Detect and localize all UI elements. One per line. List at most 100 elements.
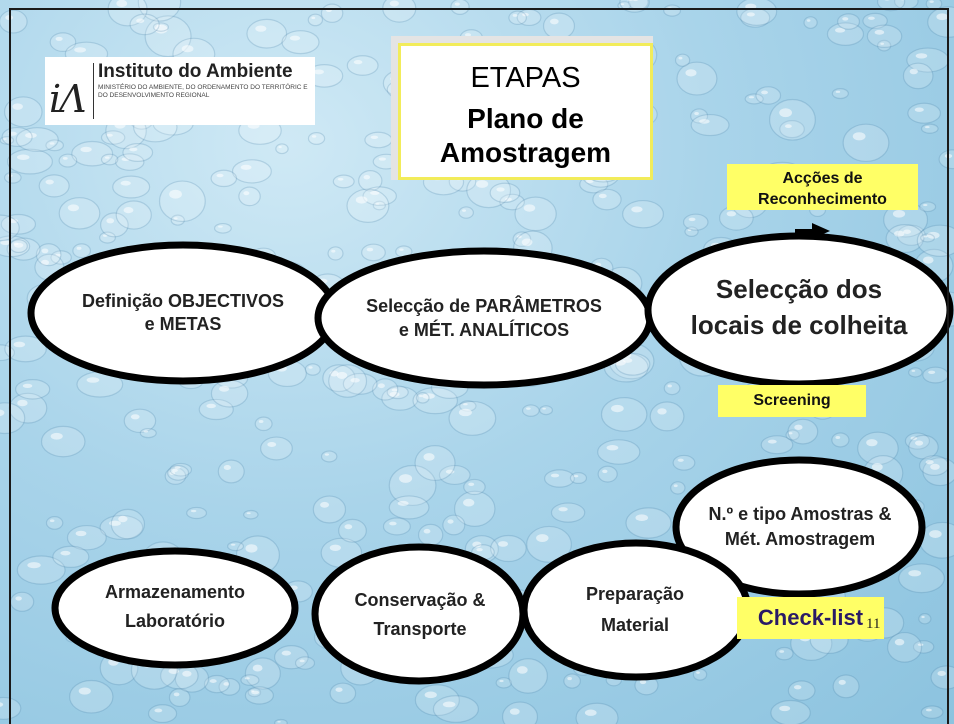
water-drop-highlight — [375, 203, 380, 205]
water-drop-highlight — [246, 512, 251, 515]
water-drop-highlight — [313, 69, 324, 75]
water-drop-highlight — [838, 679, 846, 685]
page-number: 11 — [866, 616, 881, 632]
water-drop-highlight — [289, 35, 301, 41]
label-preparacao: Preparação Material — [535, 579, 735, 641]
label-conservacao-line-1: Conservação & — [354, 590, 486, 610]
water-drop-highlight — [366, 247, 374, 252]
water-drop-highlight — [550, 18, 559, 25]
water-drop-highlight — [50, 432, 63, 440]
water-drop-highlight — [121, 157, 130, 162]
water-drop-highlight — [278, 145, 282, 149]
water-drop-highlight — [336, 371, 348, 379]
water-drop-highlight — [370, 135, 379, 139]
water-drop-highlight — [399, 474, 413, 483]
water-drop-highlight — [244, 677, 250, 680]
label-objectivos-line-1: Definição OBJECTIVOS — [81, 291, 285, 311]
water-drop-highlight — [923, 235, 928, 238]
water-drop-highlight — [13, 341, 26, 348]
water-drop-highlight — [598, 193, 607, 199]
label-parametros: Selecção de PARÂMETROS e MÉT. ANALÍTICOS — [334, 294, 634, 342]
label-preparacao-line-1: Preparação — [585, 584, 685, 604]
water-drop-highlight — [281, 650, 292, 656]
water-drop-highlight — [463, 498, 475, 507]
label-conservacao-line-2: Transporte — [373, 619, 467, 639]
water-drop-highlight — [106, 218, 115, 224]
water-drop-highlight — [464, 33, 472, 37]
water-drop-highlight — [154, 24, 168, 34]
water-drop-highlight — [694, 111, 699, 116]
water-drop-highlight — [558, 507, 568, 512]
water-drop-highlight — [60, 550, 71, 556]
label-parametros-line-2: e MÉT. ANALÍTICOS — [398, 320, 570, 340]
water-drop-highlight — [190, 509, 197, 513]
water-drop-highlight — [784, 124, 792, 129]
water-drop-highlight — [509, 708, 520, 715]
water-drop-highlight — [49, 519, 55, 523]
water-drop-highlight — [172, 468, 178, 472]
water-drop-highlight — [324, 453, 330, 456]
water-drop-highlight — [169, 471, 176, 476]
water-drop-highlight — [458, 408, 472, 417]
node-locais — [644, 232, 954, 388]
callout-screening: Screening — [718, 385, 866, 417]
water-drop-highlight — [218, 225, 223, 228]
water-drop-highlight — [930, 463, 940, 470]
water-drop-highlight — [78, 687, 91, 695]
water-drop-highlight — [929, 530, 942, 538]
water-drop-highlight — [687, 228, 692, 232]
water-drop — [876, 0, 906, 12]
water-drop-highlight — [852, 132, 866, 141]
label-locais-line-2: locais de colheita — [690, 310, 908, 340]
water-drop-highlight — [277, 720, 281, 723]
water-drop-highlight — [748, 96, 755, 99]
water-drop-highlight — [240, 164, 252, 170]
water-drop-highlight — [76, 246, 82, 250]
logo-separator — [93, 63, 94, 119]
water-drop-highlight — [606, 445, 619, 451]
node-armazenamento — [51, 547, 299, 669]
water-drop-highlight — [230, 543, 236, 546]
institute-logo: iΛ Instituto do Ambiente Ministério do A… — [45, 57, 315, 125]
water-drop-highlight — [104, 156, 110, 159]
water-drop-highlight — [424, 691, 437, 699]
logo-mark-icon: iΛ — [49, 77, 87, 121]
water-drop-highlight — [631, 206, 643, 213]
water-drop-highlight — [526, 407, 531, 410]
water-drop-highlight — [136, 18, 145, 24]
water-drop-highlight — [937, 670, 946, 676]
water-drop-highlight — [422, 393, 435, 399]
water-drop-highlight — [55, 36, 63, 41]
water-drop-highlight — [512, 13, 518, 17]
water-drop-highlight — [835, 436, 841, 440]
water-drop-highlight — [611, 404, 624, 413]
water-drop-highlight — [299, 659, 305, 663]
water-drop-highlight — [109, 520, 121, 526]
water-drop-highlight — [445, 469, 455, 474]
water-drop-highlight — [475, 180, 489, 188]
water-drop-highlight — [622, 358, 633, 363]
water-drop-highlight — [308, 366, 313, 369]
water-drop-highlight — [258, 420, 264, 423]
water-drop-highlight — [130, 414, 140, 420]
water-drop-highlight — [788, 432, 793, 435]
water-drop-highlight — [779, 650, 785, 653]
label-objectivos: Definição OBJECTIVOS e METAS — [58, 290, 308, 336]
water-drop-highlight — [25, 132, 37, 139]
callout-checklist: Check-list — [737, 597, 884, 639]
water-drop-highlight — [673, 484, 678, 488]
water-drop-highlight — [13, 242, 19, 246]
title-line-2: Plano de Amostragem — [439, 103, 612, 168]
water-drop-highlight — [499, 679, 504, 683]
water-drop — [916, 224, 954, 257]
title-box: ETAPAS Plano de Amostragem — [398, 43, 653, 180]
water-drop-highlight — [542, 407, 546, 410]
water-drop-highlight — [0, 240, 11, 245]
water-drop-highlight — [884, 0, 890, 1]
water-drop-highlight — [12, 103, 23, 110]
water-drop-highlight — [22, 383, 33, 389]
water-drop-highlight — [391, 388, 398, 392]
water-drop-highlight — [397, 500, 409, 506]
water-drop-highlight — [344, 524, 353, 530]
